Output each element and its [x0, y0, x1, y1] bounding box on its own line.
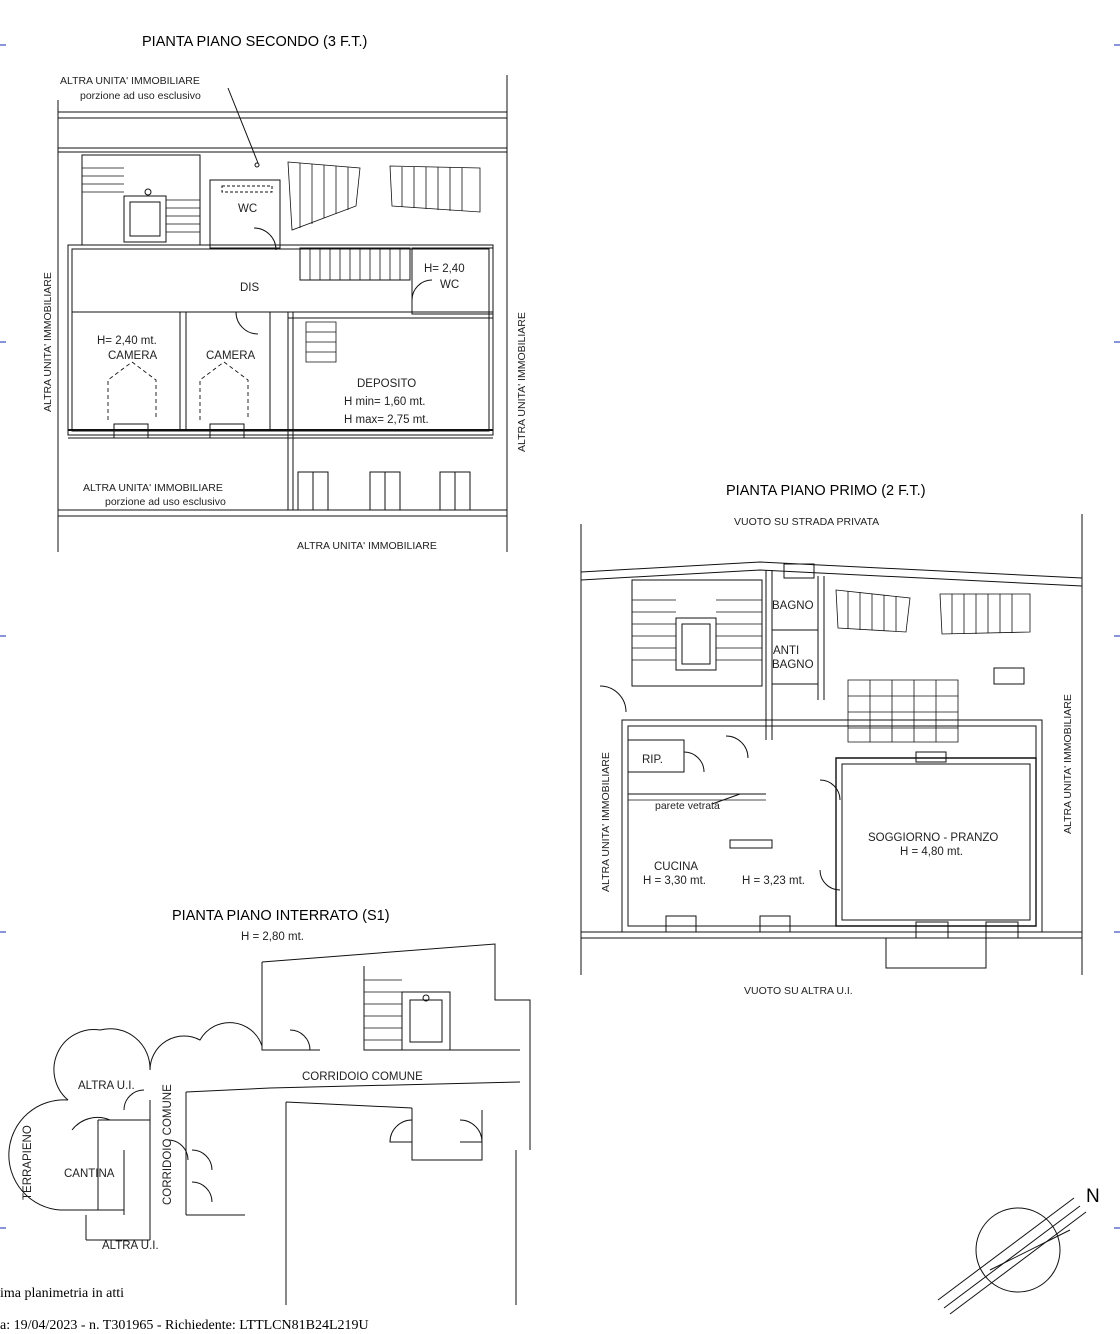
- basement-plan: [9, 944, 530, 1305]
- label-porzione-top: porzione ad uso esclusivo: [80, 90, 201, 102]
- first-floor-plan: [581, 514, 1082, 975]
- second-floor-title: PIANTA PIANO SECONDO (3 F.T.): [142, 34, 368, 50]
- label-altra-unita-right: ALTRA UNITA' IMMOBILIARE: [516, 312, 528, 452]
- room-label-anti-bagno: BAGNO: [772, 659, 814, 671]
- label-parete-vetrata: parete vetrata: [655, 800, 720, 812]
- label-corridoio-top: CORRIDOIO COMUNE: [302, 1071, 423, 1083]
- label-vuoto-top: VUOTO SU STRADA PRIVATA: [734, 516, 880, 528]
- label-h-240: H= 2,40: [424, 263, 465, 275]
- label-soggiorno-height: H = 4,80 mt.: [900, 846, 963, 858]
- label-h-min: H min= 1,60 mt.: [344, 396, 426, 408]
- north-label: N: [1086, 1186, 1100, 1207]
- label-vuoto-bottom: VUOTO SU ALTRA U.I.: [744, 985, 853, 997]
- label-altra-unita-left: ALTRA UNITA' IMMOBILIARE: [42, 272, 54, 412]
- room-label-rip: RIP.: [642, 754, 663, 766]
- label-camera-1-height: H= 2,40 mt.: [97, 335, 157, 347]
- label-altra-unita-bottom: ALTRA UNITA' IMMOBILIARE: [83, 482, 223, 494]
- label-h-323: H = 3,23 mt.: [742, 875, 805, 887]
- room-label-bagno: BAGNO: [772, 600, 814, 612]
- room-label-camera-1: CAMERA: [108, 350, 158, 362]
- label-corridoio-vert: CORRIDOIO COMUNE: [162, 1084, 174, 1205]
- room-label-dis: DIS: [240, 282, 260, 294]
- room-label-cantina: CANTINA: [64, 1168, 115, 1180]
- label-ff-altra-unita-right: ALTRA UNITA' IMMOBILIARE: [1062, 694, 1074, 834]
- room-label-wc-1: WC: [238, 203, 258, 215]
- room-label-cucina: CUCINA: [654, 861, 699, 873]
- label-terrapieno: TERRAPIENO: [22, 1125, 34, 1200]
- label-altra-unita-top: ALTRA UNITA' IMMOBILIARE: [60, 75, 200, 87]
- room-label-altra-ui-2: ALTRA U.I.: [102, 1240, 159, 1252]
- room-label-deposito: DEPOSITO: [357, 378, 417, 390]
- label-porzione-bottom: porzione ad uso esclusivo: [105, 496, 226, 508]
- margin-ticks: [0, 45, 1120, 1228]
- room-label-wc-2: WC: [440, 279, 460, 291]
- room-label-anti: ANTI: [773, 645, 800, 657]
- footer-line-2: a: 19/04/2023 - n. T301965 - Richiedente…: [0, 1318, 369, 1333]
- room-label-soggiorno: SOGGIORNO - PRANZO: [868, 832, 999, 844]
- second-floor-plan: [58, 75, 507, 552]
- label-ff-altra-unita-left: ALTRA UNITA' IMMOBILIARE: [600, 752, 612, 892]
- label-cucina-height: H = 3,30 mt.: [643, 875, 706, 887]
- first-floor-title: PIANTA PIANO PRIMO (2 F.T.): [726, 483, 926, 499]
- label-h-max: H max= 2,75 mt.: [344, 414, 429, 426]
- footer-line-1: ima planimetria in atti: [0, 1286, 125, 1301]
- north-arrow-symbol: [938, 1198, 1086, 1314]
- room-label-altra-ui-1: ALTRA U.I.: [78, 1080, 135, 1092]
- room-label-camera-2: CAMERA: [206, 350, 256, 362]
- label-altra-unita-below: ALTRA UNITA' IMMOBILIARE: [297, 540, 437, 552]
- basement-title: PIANTA PIANO INTERRATO (S1): [172, 908, 390, 924]
- basement-height: H = 2,80 mt.: [241, 931, 304, 943]
